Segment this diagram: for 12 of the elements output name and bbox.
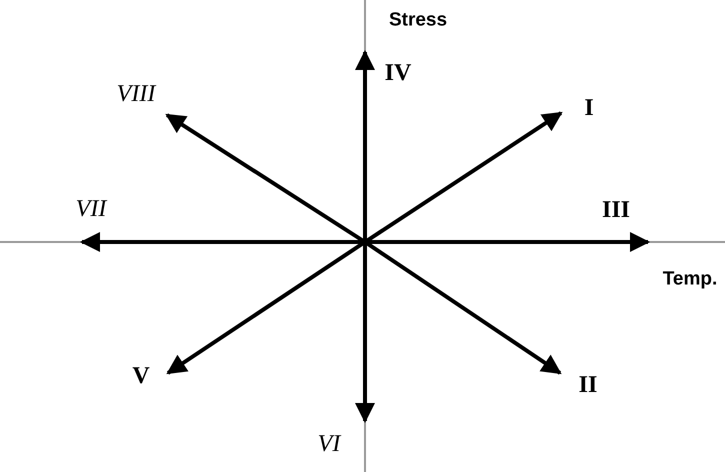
axis-label: Temp. [662,270,718,288]
roman-numeral-label: V [132,364,150,388]
roman-numeral-label: II [578,373,598,397]
roman-numeral-label: VIII [116,82,156,106]
roman-numeral-label: I [584,96,594,120]
roman-numeral-label: III [602,198,630,222]
roman-numeral-label: VI [318,432,340,456]
axis-label: Stress [388,10,448,30]
roman-numeral-label: IV [384,61,412,85]
arrow [355,242,375,423]
arrow [355,50,375,242]
roman-numeral-label: VII [76,197,106,221]
